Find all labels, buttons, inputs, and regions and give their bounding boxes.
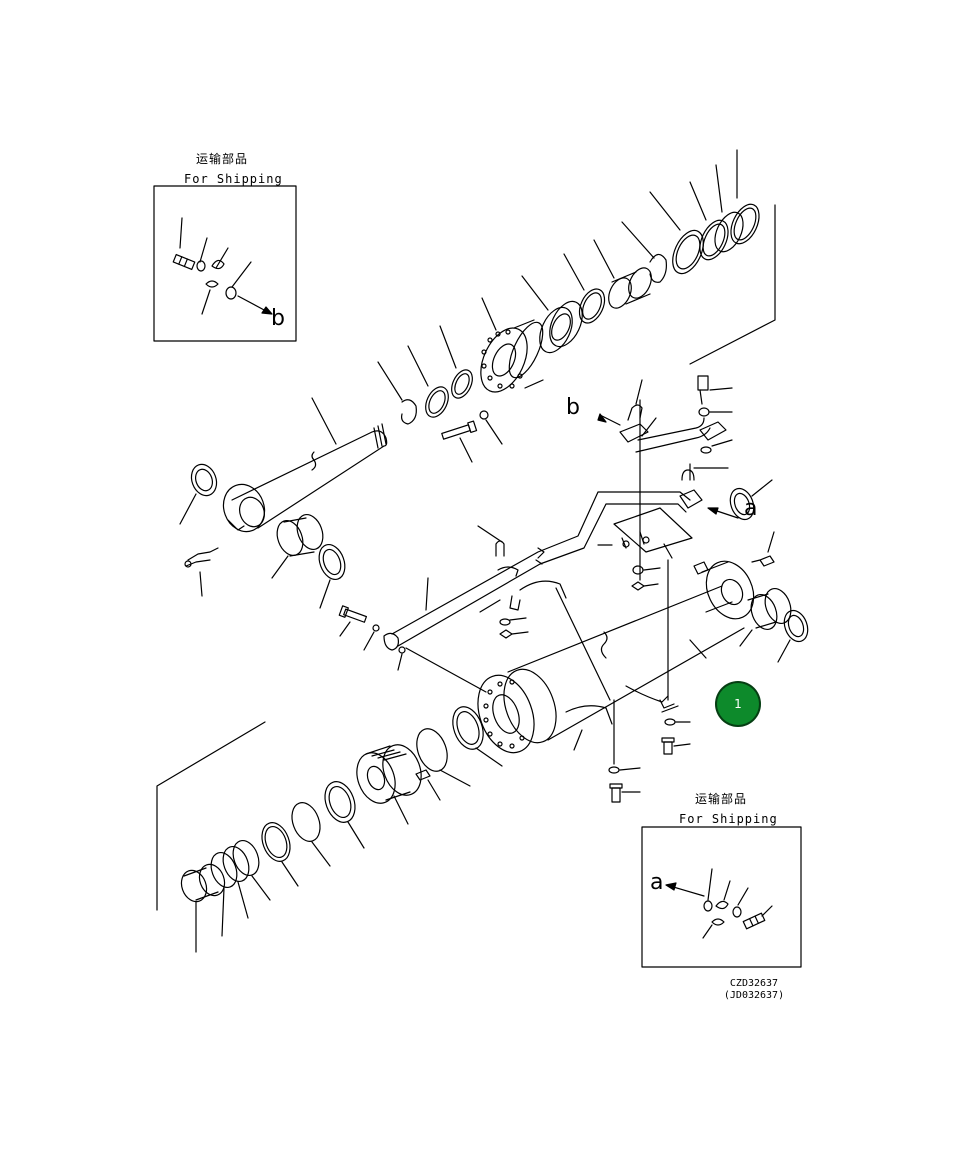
inset-top-box — [153, 185, 297, 342]
diagram-ref-b: b — [566, 395, 580, 420]
long-pipe — [338, 489, 703, 671]
inset-bottom-title-cn: 运输部品 — [695, 792, 748, 806]
piston-parts — [180, 706, 503, 953]
drawing-code-line2: (JD032637) — [723, 990, 785, 1001]
cylinder-tube — [405, 479, 809, 803]
callout-number: 1 — [734, 697, 742, 711]
drawing-code: CZD32637 (JD032637) — [718, 978, 790, 1002]
inset-top-title-en: For Shipping — [184, 172, 283, 186]
part-callout-badge[interactable]: 1 — [717, 683, 759, 725]
inset-bottom-ref-letter: a — [650, 870, 664, 895]
inset-bottom-box — [641, 826, 802, 968]
section-boundaries — [156, 204, 776, 911]
piston-rod — [222, 397, 388, 533]
bracket-plate — [597, 399, 693, 701]
inset-top-title-cn: 运输部品 — [196, 152, 249, 166]
rod-head-parts — [377, 149, 760, 463]
diagram-ref-a: a — [744, 496, 758, 521]
upper-piping — [597, 375, 733, 481]
rod-end-parts — [179, 463, 346, 609]
inset-bottom-title-en: For Shipping — [679, 812, 778, 826]
inset-top-ref-letter: b — [271, 306, 285, 331]
drawing-code-line1: CZD32637 — [729, 978, 779, 989]
